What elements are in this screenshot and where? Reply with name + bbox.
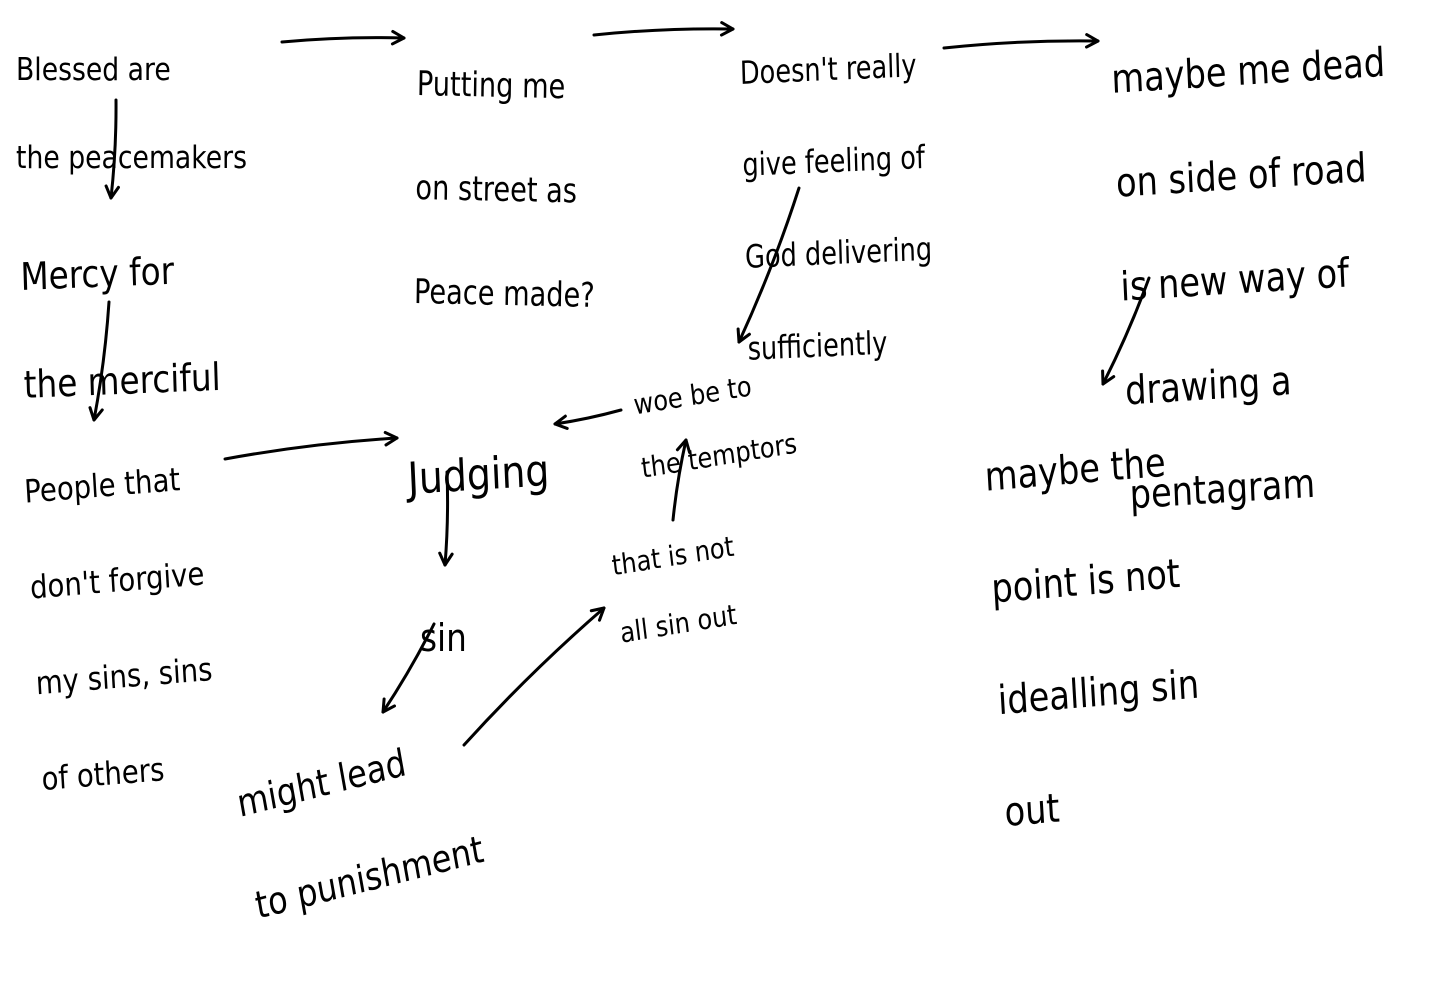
node-text-line: God delivering — [744, 229, 933, 276]
node-that-is-not-all-sin-out: that is not all sin out — [606, 496, 748, 684]
arrowhead-icon — [589, 606, 606, 622]
node-sin: sin — [420, 566, 467, 710]
arrow-sin-to-might — [381, 622, 436, 714]
node-text-line: the temptors — [639, 426, 799, 485]
node-text-line: point is not — [990, 550, 1182, 613]
arrowhead-icon — [104, 184, 120, 200]
arrow-blessed-to-mercy — [109, 98, 118, 200]
node-judging: Judging — [404, 387, 553, 563]
node-text-line: on side of road — [1114, 145, 1368, 207]
arrow-blessed-to-putting — [280, 36, 406, 44]
node-text-line: the peacemakers — [16, 140, 248, 176]
node-people-that-dont-forgive: People that don't forgive my sins, sins … — [20, 406, 222, 851]
arrow-putting-to-doesnt — [592, 27, 735, 37]
arrowhead-icon — [383, 430, 399, 447]
node-text-line: Judging — [406, 445, 551, 505]
concept-map-canvas: Blessed are the peacemakers Putting me o… — [16, 4, 1386, 928]
arrowhead-icon — [1101, 369, 1116, 386]
arrowhead-icon — [719, 21, 735, 37]
arrow-doesnt-to-woe — [737, 186, 801, 344]
node-putting-me-on-street: Putting me on street as Peace made? — [413, 6, 599, 374]
node-text-line: Doesn't really — [739, 46, 918, 92]
arrow-mercy-to-people — [92, 300, 111, 422]
arrowhead-icon — [736, 327, 751, 344]
node-text-line: the merciful — [23, 354, 222, 407]
node-text-line: on street as — [415, 167, 578, 212]
node-text-line: Putting me — [416, 63, 566, 108]
node-maybe-the-point-is-not: maybe the point is not idealling sin out — [980, 377, 1210, 896]
arrow-judging-to-sin — [443, 470, 450, 567]
arrowhead-icon — [381, 697, 396, 714]
arrowhead-icon — [88, 406, 104, 422]
node-text-line: to punishment — [251, 827, 487, 928]
node-blessed-are-the-peacemakers: Blessed are the peacemakers — [16, 4, 247, 224]
arrowhead-icon — [675, 438, 692, 454]
node-text-line: don't forgive — [28, 554, 206, 607]
edges-layer — [88, 21, 1151, 747]
arrowhead-icon — [438, 551, 454, 567]
arrowhead-icon — [1085, 33, 1100, 49]
node-text-line: Peace made? — [413, 271, 596, 316]
arrow-woe-to-judging — [553, 408, 623, 426]
arrow-people-to-judging — [223, 436, 399, 461]
node-text-line: Blessed are — [16, 52, 171, 88]
node-text-line: of others — [40, 750, 166, 799]
arrow-thatisnot-to-woe — [671, 438, 688, 522]
arrow-might-to-thatisnot — [462, 606, 606, 747]
node-text-line: give feeling of — [741, 137, 926, 184]
node-text-line: sin — [420, 616, 467, 660]
node-text-line: Mercy for — [19, 248, 175, 299]
arrowhead-icon — [553, 414, 569, 430]
node-text-line: woe be to — [631, 369, 754, 422]
node-woe-be-to-the-temptors: woe be to the temptors — [628, 333, 802, 517]
node-text-line: out — [1003, 785, 1061, 836]
node-text-line: my sins, sins — [34, 650, 214, 703]
node-text-line: might lead — [233, 740, 410, 826]
node-text-line: maybe the — [983, 439, 1167, 501]
node-text-line: People that — [23, 460, 182, 511]
arrowhead-icon — [390, 29, 406, 46]
node-text-line: all sin out — [618, 598, 739, 650]
node-text-line: idealling sin — [996, 661, 1201, 725]
node-text-line: is new way of — [1119, 250, 1350, 311]
node-text-line: maybe me dead — [1110, 39, 1386, 103]
node-text-line: that is not — [610, 529, 736, 583]
arrow-doesnt-to-maybedead — [942, 39, 1100, 50]
arrow-maybedead-to-maybepoint — [1101, 276, 1151, 386]
